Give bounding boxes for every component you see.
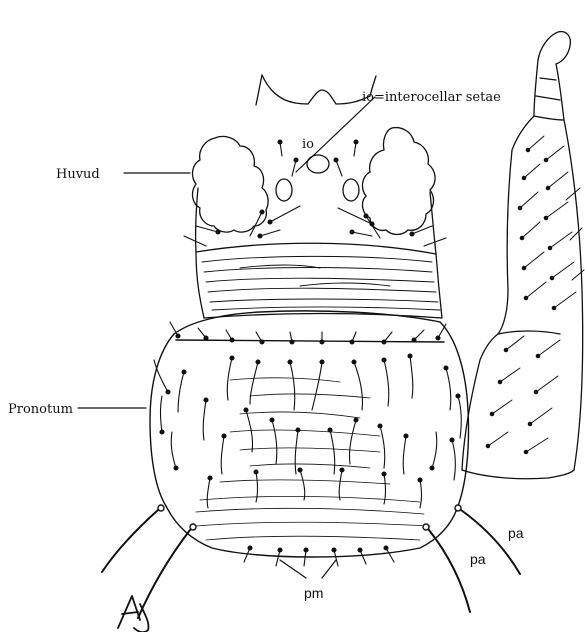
artist-signature [118,596,149,632]
pa-label-right: pa [508,525,524,541]
pa-label-left: pa [470,551,486,567]
pronotum-label: Pronotum [8,402,73,417]
pm-label: pm [304,585,323,601]
head-outline [193,75,442,318]
pm-leader-line-left [280,560,306,578]
pronotum-setae [154,322,461,566]
io-legend-label: io=interocellar setae [362,90,501,105]
antenna-appendage [534,32,570,120]
ocelli [276,155,359,201]
foreleg [462,116,583,479]
posteroangular-setae [102,505,520,618]
io-label: io [302,137,314,152]
head-striations [202,256,440,310]
pronotum-outline [150,311,469,557]
pronotum-sculpture [196,378,430,540]
pm-leader-line-right [322,560,336,578]
left-ocellus [276,179,292,201]
foreleg-setae [486,136,584,454]
right-ocellus [343,179,359,201]
leader-lines [78,97,375,578]
head-label: Huvud [56,167,100,182]
